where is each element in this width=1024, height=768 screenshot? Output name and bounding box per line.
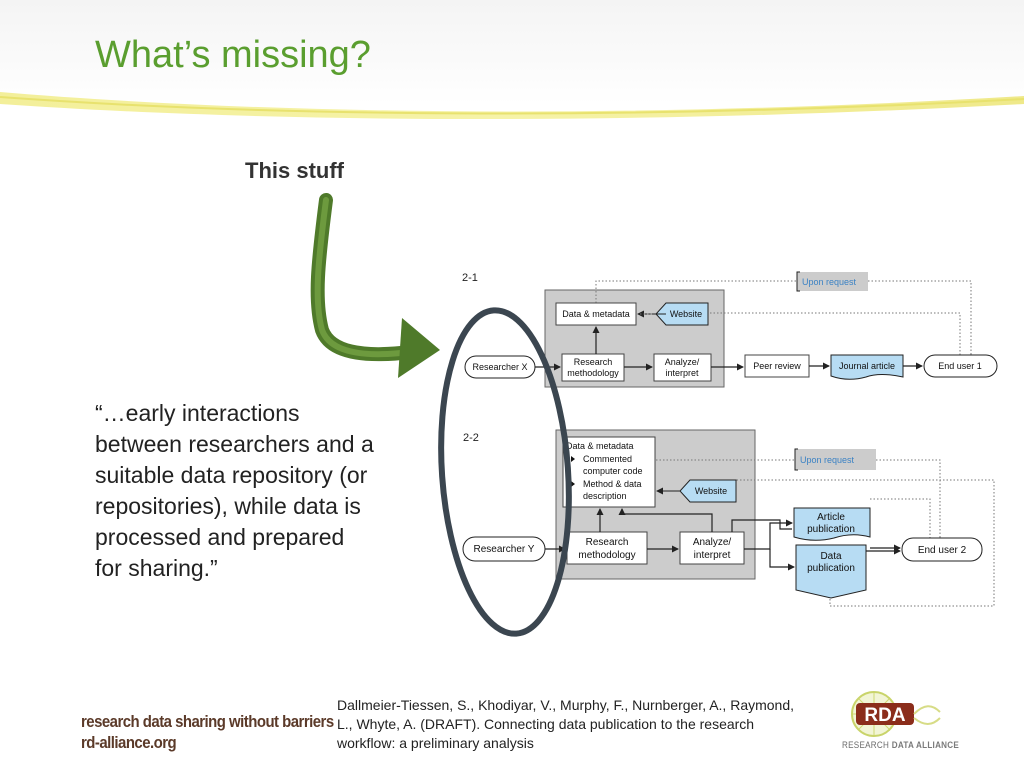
- rda-caption-a: RESEARCH: [842, 740, 892, 750]
- node-data-metadata: [555, 302, 637, 326]
- rda-logo-text: RDA: [864, 705, 905, 726]
- node-journal-article: [830, 354, 904, 380]
- node-analyze: [679, 531, 745, 565]
- quote-line: “…early interactions: [95, 400, 300, 426]
- dotted-links: [595, 280, 972, 360]
- diagram-label: 2-2: [463, 432, 479, 444]
- bullet-icon: [571, 481, 575, 487]
- node-label: Researcher Y: [474, 544, 535, 555]
- bullet-icon: [571, 456, 575, 462]
- node-data-publication: [795, 544, 867, 599]
- quote-line: suitable data repository (or: [95, 462, 368, 488]
- node-label: Data & metadata: [562, 309, 630, 319]
- citation-line: workflow: a preliminary analysis: [337, 735, 534, 751]
- node-analyze: [653, 353, 712, 382]
- node-label: Upon request: [800, 455, 855, 465]
- dotted-links: [656, 459, 995, 607]
- node-label: description: [583, 491, 627, 501]
- quote-line: between researchers and a: [95, 431, 374, 457]
- rda-caption: RESEARCH DATA ALLIANCE: [842, 740, 959, 750]
- node-label: methodology: [567, 368, 619, 378]
- node-label: Article: [817, 512, 845, 523]
- quote-line: processed and prepared: [95, 524, 345, 550]
- highlight-oval: [438, 307, 572, 637]
- quote-block: “…early interactions between researchers…: [95, 398, 425, 584]
- node-label: Upon request: [802, 277, 857, 287]
- header-band: [0, 0, 1024, 120]
- node-upon-request: [797, 272, 868, 291]
- citation-line: L., Whyte, A. (DRAFT). Connecting data p…: [337, 716, 755, 732]
- node-website: [679, 479, 737, 503]
- workflow-diagram: 2-1 Data & metadata Website Upon request…: [310, 193, 998, 637]
- node-label: Data: [820, 551, 842, 562]
- node-label: Analyze/: [665, 357, 700, 367]
- node-label: Data & metadata: [566, 441, 634, 451]
- node-methodology: [561, 353, 625, 382]
- rda-logo: RDA: [851, 691, 941, 737]
- node-label: End user 2: [918, 545, 967, 556]
- node-label: methodology: [578, 550, 635, 561]
- node-data-metadata: [562, 436, 656, 508]
- node-label: Researcher X: [472, 362, 527, 372]
- node-label: Commented: [583, 454, 632, 464]
- node-upon-request: [795, 449, 876, 470]
- callout-label: This stuff: [245, 158, 344, 183]
- citation: Dallmeier-Tiessen, S., Khodiyar, V., Mur…: [337, 696, 837, 753]
- tagline-text: research data sharing without barriers: [81, 712, 334, 731]
- website-url[interactable]: rd-alliance.org: [81, 733, 177, 752]
- node-article-publication: [793, 507, 871, 541]
- green-arrow: [310, 193, 440, 378]
- node-label: publication: [807, 524, 855, 535]
- node-label: Analyze/: [693, 537, 732, 548]
- node-label: Research: [574, 357, 613, 367]
- node-label: Peer review: [753, 361, 801, 371]
- node-label: interpret: [665, 368, 699, 378]
- edges-2-2: [545, 508, 901, 571]
- node-end-user-2: [901, 537, 983, 562]
- node-methodology: [566, 531, 648, 565]
- quote-line: repositories), while data is: [95, 493, 361, 519]
- node-label: computer code: [583, 466, 643, 476]
- footer-tagline: research data sharing without barriers r…: [81, 712, 368, 753]
- node-website: [655, 302, 709, 326]
- node-end-user-1: [923, 354, 998, 378]
- diagram-label: 2-1: [462, 272, 478, 284]
- edges-2-1: [535, 326, 923, 371]
- node-label: Website: [670, 309, 702, 319]
- citation-line: Dallmeier-Tiessen, S., Khodiyar, V., Mur…: [337, 697, 795, 713]
- node-label: End user 1: [938, 361, 982, 371]
- node-label: interpret: [694, 550, 731, 561]
- node-label: publication: [807, 563, 855, 574]
- slide-title: What’s missing?: [95, 34, 371, 76]
- quote-line: for sharing.”: [95, 555, 218, 581]
- node-label: Website: [695, 486, 727, 496]
- node-label: Research: [586, 537, 629, 548]
- node-label: Journal article: [839, 361, 895, 371]
- rda-caption-b: DATA ALLIANCE: [891, 740, 960, 750]
- node-label: Method & data: [583, 479, 642, 489]
